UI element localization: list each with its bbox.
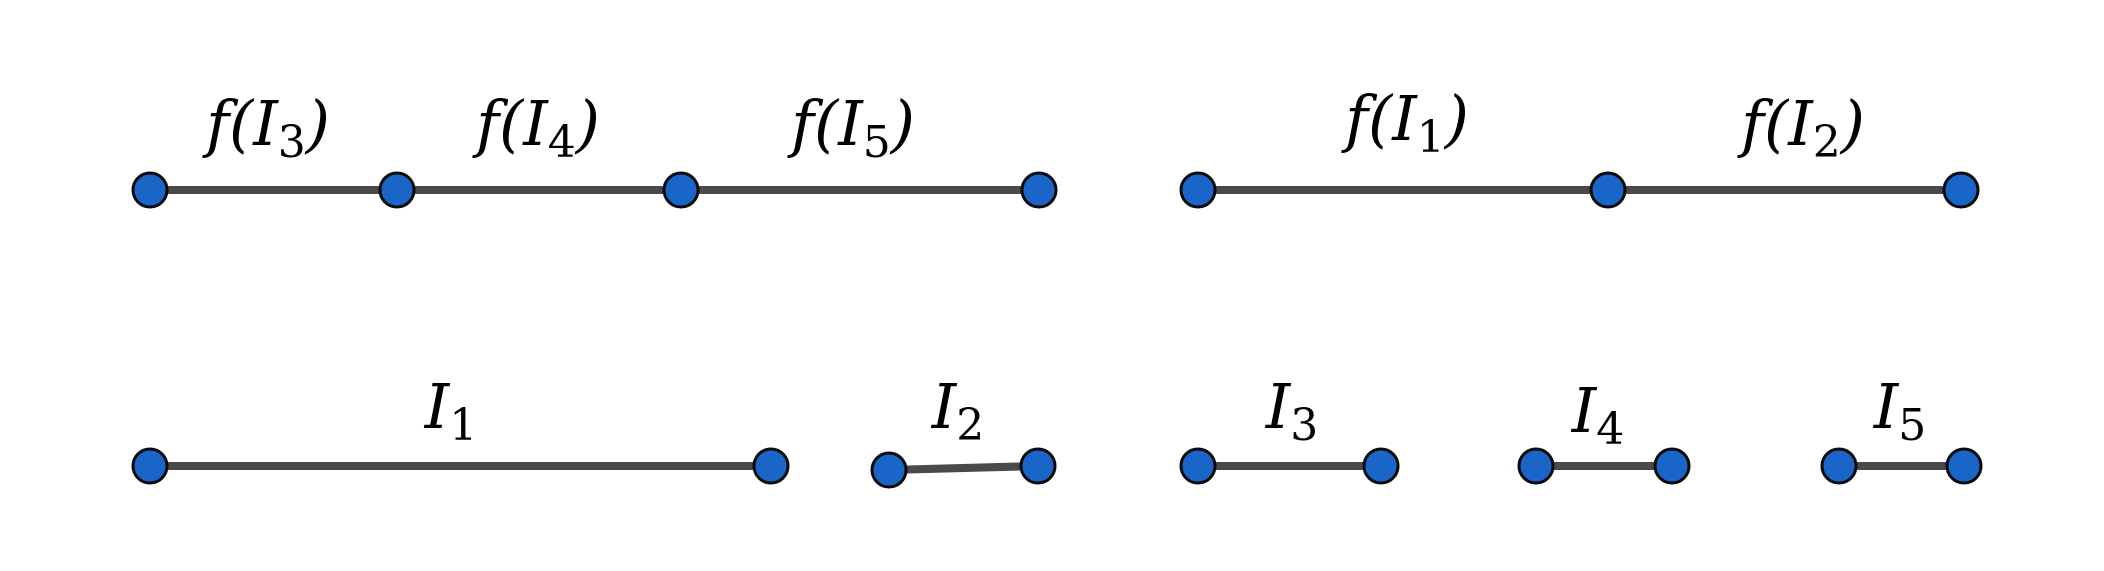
label-i1: I1 xyxy=(424,370,478,451)
endpoint xyxy=(378,171,416,209)
label-i2: I2 xyxy=(931,370,985,451)
endpoint xyxy=(1942,171,1980,209)
label-i4: I4 xyxy=(1571,374,1625,455)
endpoint xyxy=(662,171,700,209)
label-i5: I5 xyxy=(1873,370,1927,451)
endpoint xyxy=(1945,447,1983,485)
endpoint xyxy=(1820,447,1858,485)
endpoint xyxy=(1020,171,1058,209)
endpoint xyxy=(1019,447,1057,485)
endpoint xyxy=(131,447,169,485)
label-f-i4: f(I4) xyxy=(472,87,600,168)
endpoint xyxy=(1589,171,1627,209)
endpoint xyxy=(752,447,790,485)
endpoint xyxy=(1362,447,1400,485)
label-i3: I3 xyxy=(1265,370,1319,451)
label-f-i1: f(I1) xyxy=(1341,82,1469,163)
endpoint xyxy=(1653,447,1691,485)
endpoint xyxy=(1179,171,1217,209)
endpoint xyxy=(1517,447,1555,485)
endpoint xyxy=(131,171,169,209)
endpoint xyxy=(1179,447,1217,485)
endpoint xyxy=(870,451,908,489)
label-f-i3: f(I3) xyxy=(202,87,330,168)
top-row: f(I3) f(I4) f(I5) f(I1) f(I2) xyxy=(131,82,1980,209)
segment-i2 xyxy=(885,462,1042,474)
label-f-i5: f(I5) xyxy=(787,87,915,168)
bottom-row: I1 I2 I3 I4 I5 xyxy=(131,370,1983,489)
label-f-i2: f(I2) xyxy=(1737,87,1865,168)
